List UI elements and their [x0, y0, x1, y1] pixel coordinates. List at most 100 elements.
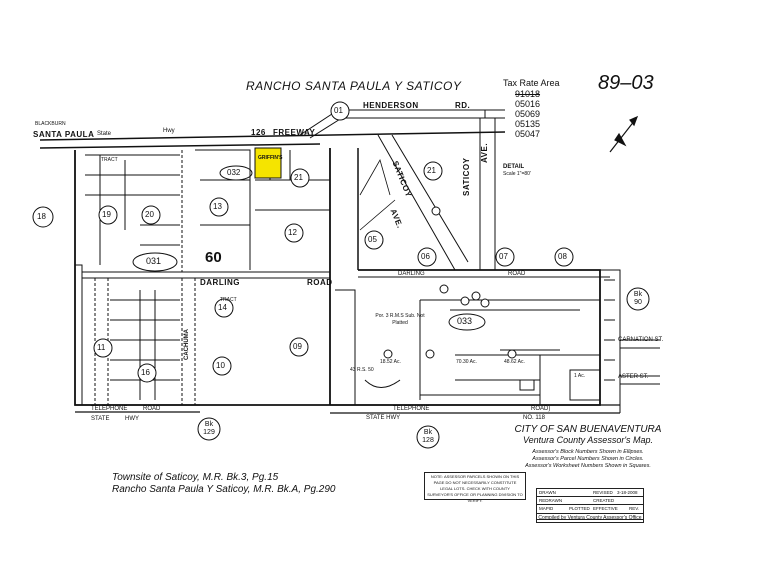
reference-line: Rancho Santa Paula Y Saticoy, M.R. Bk.A,… — [112, 484, 336, 495]
parcel-circle — [554, 247, 574, 267]
title-block-row: MAPID PLOTTED EFFECTIVE REV. — [537, 505, 643, 512]
parcel-number: 14 — [218, 303, 227, 312]
parcel-circle — [416, 425, 440, 449]
east-lots — [419, 299, 601, 405]
parcel-circle-small — [480, 298, 490, 308]
tax-rate-code: 05069 — [515, 109, 541, 119]
street-saticoy-ave-vertical: SATICOY — [462, 157, 471, 196]
parcel-circle — [93, 338, 113, 358]
tax-rate-code: 05047 — [515, 129, 541, 139]
parcel-number: 11 — [97, 343, 106, 352]
carnation-street — [620, 339, 660, 349]
title-block-drawn: DRAWN — [539, 490, 556, 495]
street-telephone-road-left: ROAD — [143, 406, 161, 412]
parcel-number: 08 — [558, 252, 567, 261]
acreage: 48.62 Ac. — [504, 359, 525, 365]
street-freeway: FREEWAY — [273, 128, 316, 137]
parcel-circle — [495, 247, 515, 267]
parcel-number: 13 — [213, 202, 222, 211]
acreage: 18.52 Ac. — [380, 359, 401, 365]
book-reference-number: 129 — [203, 429, 215, 436]
street-road-right: ROAD — [508, 271, 526, 277]
title-block-revised: REVISED — [593, 490, 613, 495]
parcel-number: 09 — [293, 342, 302, 351]
parcel-number: 12 — [288, 228, 297, 237]
tax-rate-area-list: 91018 05016 05069 05135 05047 — [515, 89, 540, 139]
title-block-row: DRAWN REVISED 3-18-2008 — [537, 489, 643, 497]
east-road — [479, 118, 496, 270]
compiled-by: Compiled by Ventura County Assessor's Of… — [536, 513, 644, 523]
parcel-circle — [197, 417, 221, 441]
book-reference: Bk 90 — [631, 291, 645, 307]
book-reference-label: Bk — [423, 429, 433, 436]
book-reference-label: Bk — [204, 421, 214, 428]
block-number: 033 — [457, 316, 473, 326]
parcel-circle — [141, 205, 161, 225]
street-state: State — [97, 131, 112, 137]
parcel-circle-small — [460, 296, 470, 306]
parcel-circle-small — [471, 291, 481, 301]
henderson-road — [345, 109, 505, 119]
parcel-number: 06 — [421, 252, 430, 261]
parcel-number: 16 — [141, 368, 150, 377]
lot-lines-south — [110, 290, 180, 400]
street-telephone-road-right: ROAD) — [531, 406, 551, 412]
title-block: DRAWN REVISED 3-18-2008 REDRAWN CREATED … — [536, 488, 644, 520]
parcel-circle-small — [507, 349, 517, 359]
street-road-left: ROAD — [307, 278, 333, 287]
parcel-circle — [212, 356, 232, 376]
parcel-number: 19 — [102, 210, 111, 219]
title-block-row: REDRAWN CREATED — [537, 497, 643, 505]
block-number: 031 — [146, 256, 162, 266]
block-ellipse-033 — [448, 313, 486, 331]
parcel-circle — [284, 223, 304, 243]
street-blackburn: BLACKBURN — [35, 121, 66, 127]
title-block-revised-date: 3-18-2008 — [617, 490, 638, 495]
acreage: 1 Ac. — [574, 373, 586, 379]
street-telephone-right: TELEPHONE — [393, 406, 430, 412]
parcel-number: 21 — [294, 173, 303, 182]
street-carnation: CARNATION ST. — [618, 337, 664, 343]
legend-note: Assessor's Worksheet Numbers Shown in Sq… — [525, 463, 651, 469]
parcel-circle — [289, 337, 309, 357]
street-hwy-left: HWY — [125, 416, 139, 422]
street-hwy-number: 126 — [251, 128, 266, 137]
reference-line: Townsite of Saticoy, M.R. Bk.3, Pg.15 — [112, 472, 279, 483]
parcel-circle — [214, 298, 234, 318]
notice-box: NOTE: ASSESSOR PARCELS SHOWN ON THIS PAG… — [424, 472, 526, 503]
city-block: CITY OF SAN BUENAVENTURA Ventura County … — [514, 424, 662, 446]
legend-note: Assessor's Block Numbers Shown in Ellips… — [532, 449, 644, 455]
parcel-circle — [98, 205, 118, 225]
aster-street — [620, 375, 660, 385]
freeway-south-edge — [39, 143, 321, 149]
book-reference-number: 128 — [422, 437, 434, 444]
parcel-number: 18 — [37, 212, 46, 221]
parcel-circle — [330, 101, 350, 121]
parcel-number: 01 — [334, 106, 343, 115]
highlighted-parcel — [254, 147, 282, 179]
block-ellipse-032 — [219, 165, 253, 181]
parcel-circle-small — [383, 349, 393, 359]
city-name: CITY OF SAN BUENAVENTURA — [514, 424, 662, 435]
street-rd: RD. — [455, 101, 471, 110]
detail-scale: Scale 1"=80' — [503, 171, 531, 177]
street-state-hwy-right: STATE HWY — [366, 415, 401, 421]
book-reference: Bk 129 — [201, 421, 217, 437]
street-aster: ASTER ST. — [618, 374, 649, 380]
parcel-circle — [209, 197, 229, 217]
street-no-118: NO. 118 — [523, 415, 545, 421]
parcel-circle — [137, 363, 157, 383]
street-henderson: HENDERSON — [363, 101, 419, 110]
book-reference-number: 90 — [634, 299, 642, 306]
parcel-circle — [364, 230, 384, 250]
street-cachuma: CACHUMA — [184, 329, 190, 360]
north-arrow-icon — [609, 115, 639, 153]
street-darling-right: DARLING — [398, 271, 425, 277]
parcel-circle — [290, 168, 310, 188]
parcel-number: 07 — [499, 252, 508, 261]
highlight-label: GRIFFIN'S — [258, 155, 283, 161]
parcel-circle — [626, 287, 650, 311]
worksheet-square — [519, 379, 535, 391]
parcel-number: 21 — [427, 166, 436, 175]
